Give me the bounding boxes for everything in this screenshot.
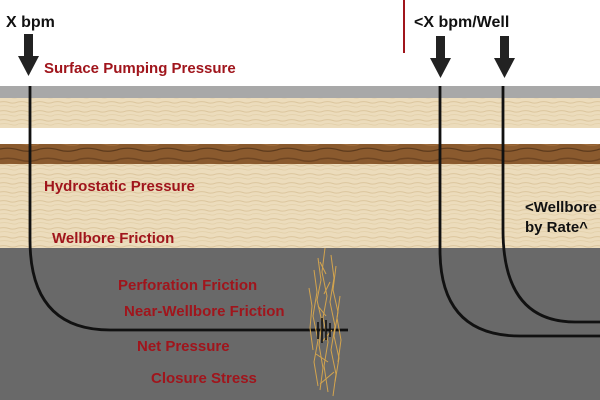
near-wellbore-friction-label: Near-Wellbore Friction	[124, 303, 285, 320]
surface-layer	[0, 86, 600, 98]
sand-layer	[0, 164, 600, 248]
wellbore-right-1	[438, 86, 600, 338]
arrow-down-icon	[494, 36, 515, 78]
arrow-down-icon	[18, 34, 39, 76]
wellbore-right-2	[501, 86, 600, 324]
white-gap	[0, 128, 600, 144]
wood-band-layer	[0, 144, 600, 164]
shallow-sand-layer	[0, 98, 600, 128]
closure-stress-label: Closure Stress	[151, 370, 257, 387]
right-note-line2: by Rate^	[525, 219, 588, 236]
right-rate-label: <X bpm/Well	[414, 14, 509, 31]
surface-pumping-pressure-label: Surface Pumping Pressure	[44, 60, 236, 77]
fracture-icon	[308, 247, 342, 397]
right-note-line1: <Wellbore	[525, 199, 597, 216]
wellbore-left	[28, 86, 348, 332]
net-pressure-label: Net Pressure	[137, 338, 230, 355]
perforation-friction-label: Perforation Friction	[118, 277, 257, 294]
hydrostatic-pressure-label: Hydrostatic Pressure	[44, 178, 195, 195]
left-rate-label: X bpm	[6, 14, 55, 31]
fracture-tip-icon	[317, 318, 331, 343]
arrow-down-icon	[430, 36, 451, 78]
formation-layer	[0, 248, 600, 400]
wellbore-friction-label: Wellbore Friction	[52, 230, 174, 247]
